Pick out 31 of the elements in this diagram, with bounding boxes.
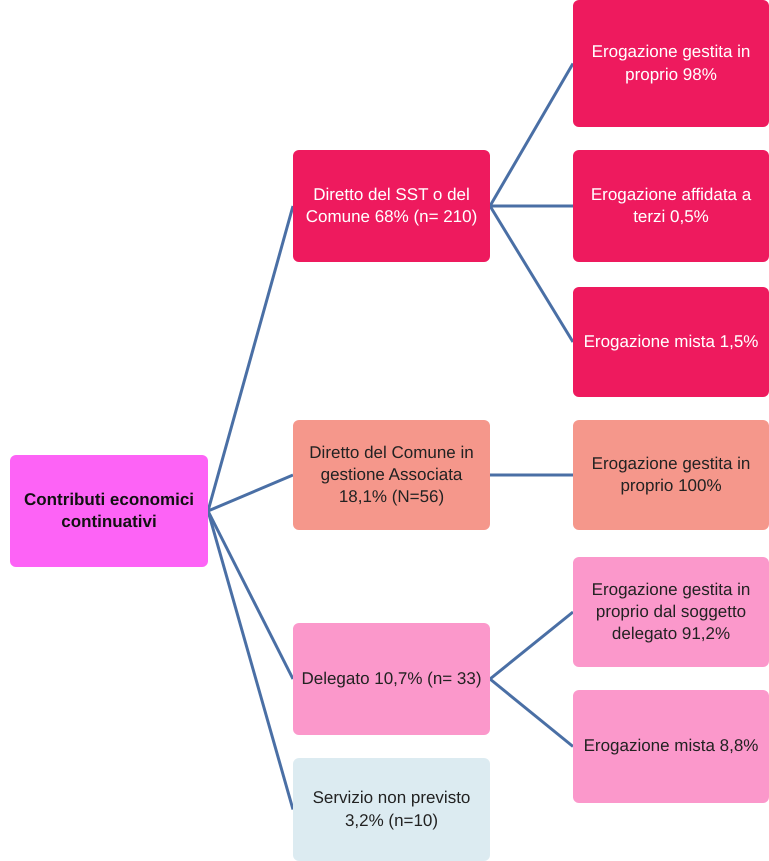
connector-line [489, 610, 574, 680]
connector-line [207, 474, 294, 512]
box-label: Servizio non previsto 3,2% (n=10) [312, 787, 472, 832]
box-label: Erogazione gestita in proprio 98% [590, 41, 752, 86]
box-label: Erogazione affidata a terzi 0,5% [590, 184, 752, 228]
category-box [573, 0, 769, 127]
category-box [293, 623, 490, 735]
box-label: Erogazione mista 1,5% [584, 330, 758, 353]
category-box [573, 557, 769, 667]
box-label: Erogazione gestita in proprio 100% [590, 452, 752, 497]
connector-line [206, 510, 294, 680]
category-box [293, 758, 490, 861]
box-label: Diretto del SST o del Comune 68% (n= 210) [304, 184, 478, 228]
connector-line [489, 678, 574, 748]
connector-line [488, 62, 574, 207]
category-box [573, 150, 769, 262]
box-label: Delegato 10,7% (n= 33) [301, 668, 482, 690]
category-box [293, 420, 490, 530]
category-box [573, 690, 769, 803]
connector-line [488, 205, 574, 343]
box-label: Diretto del Comune in gestione Associata 18,1% (N=56) [308, 442, 475, 508]
connector-line [490, 474, 573, 476]
category-box [573, 420, 769, 530]
root-box [10, 455, 208, 567]
box-label: Erogazione mista 8,8% [584, 735, 758, 758]
connector-line [206, 206, 294, 512]
category-box [573, 287, 769, 397]
box-label: Contributi economici continuativi [23, 488, 195, 533]
box-label: Erogazione gestita in proprio dal soggetto delegato 91,2% [590, 578, 752, 646]
category-box [293, 150, 490, 262]
connector-line [490, 204, 573, 208]
